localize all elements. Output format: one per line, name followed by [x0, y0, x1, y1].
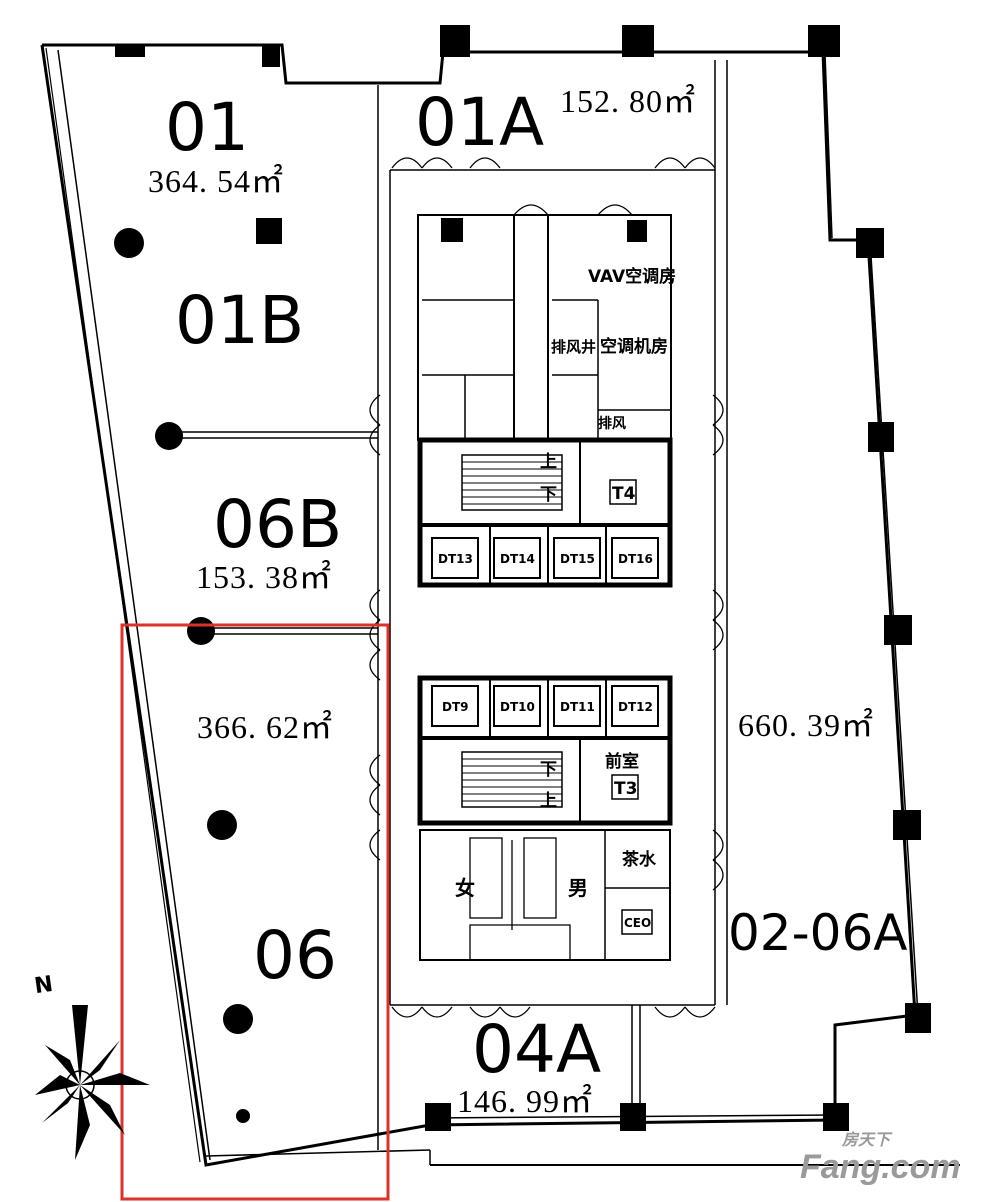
- stair-down-label-lower: 下: [540, 760, 557, 780]
- building-core: [417, 204, 673, 961]
- stair-up-label-lower: 上: [540, 791, 557, 811]
- unit-06b-area: 153. 38㎡: [196, 559, 332, 595]
- unit-01b-code: 01B: [175, 282, 304, 359]
- unit-06-highlight: [120, 623, 390, 1201]
- lift-dt16-label: DT16: [618, 552, 653, 566]
- building-outline: [40, 43, 960, 1167]
- male-washroom-label: 男: [568, 876, 588, 900]
- tea-room-label: 茶水: [622, 849, 657, 870]
- unit-04a-area: 146. 99㎡: [457, 1083, 593, 1119]
- stair-down-label-upper: 下: [540, 485, 557, 505]
- t3-label: T3: [614, 779, 637, 799]
- stair-up-label-upper: 上: [540, 452, 557, 472]
- watermark-brand: Fang.com: [800, 1148, 961, 1186]
- unit-04a-code: 04A: [472, 1011, 601, 1088]
- ceo-room-label: CEO: [624, 916, 651, 930]
- unit-01a-code: 01A: [415, 84, 544, 161]
- square-columns: [115, 25, 931, 1131]
- lift-dt10-label: DT10: [500, 700, 535, 714]
- corridor-doors: [369, 157, 724, 1018]
- lift-dt9-label: DT9: [442, 700, 469, 714]
- exhaust-shaft-label: 排风井: [551, 338, 596, 356]
- unit-01-code: 01: [165, 89, 249, 166]
- unit-01a-area: 152. 80㎡: [560, 83, 696, 119]
- unit-06-code: 06: [253, 917, 337, 994]
- t4-label: T4: [612, 484, 636, 504]
- round-columns: [114, 228, 253, 1123]
- lift-dt14-label: DT14: [500, 552, 535, 566]
- front-room-label: 前室: [605, 751, 639, 772]
- unit-06b-code: 06B: [213, 486, 342, 563]
- lift-dt12-label: DT12: [618, 700, 653, 714]
- t4-box: [609, 479, 637, 505]
- lift-dt15-label: DT15: [560, 552, 595, 566]
- compass-icon: [35, 1005, 150, 1160]
- ceo-room-box: [621, 909, 653, 935]
- lift-dt13-label: DT13: [438, 552, 473, 566]
- partition-lines: [168, 60, 728, 1150]
- compass-north-label: N: [33, 972, 55, 999]
- shaft-label: 排风: [598, 415, 626, 432]
- unit-02-06a-code: 02-06A: [728, 904, 908, 962]
- unit-01-area: 364. 54㎡: [148, 163, 284, 199]
- watermark-cn: 房天下: [841, 1131, 893, 1149]
- ac-room-label: 空调机房: [600, 336, 668, 357]
- vav-room-label: VAV空调房: [588, 266, 676, 287]
- unit-06-area: 366. 62㎡: [197, 709, 333, 745]
- female-washroom-label: 女: [455, 876, 475, 900]
- unit-02-06a-area: 660. 39㎡: [738, 707, 874, 743]
- t3-box: [611, 774, 639, 800]
- lift-dt11-label: DT11: [560, 700, 595, 714]
- stair-treads: [462, 461, 562, 802]
